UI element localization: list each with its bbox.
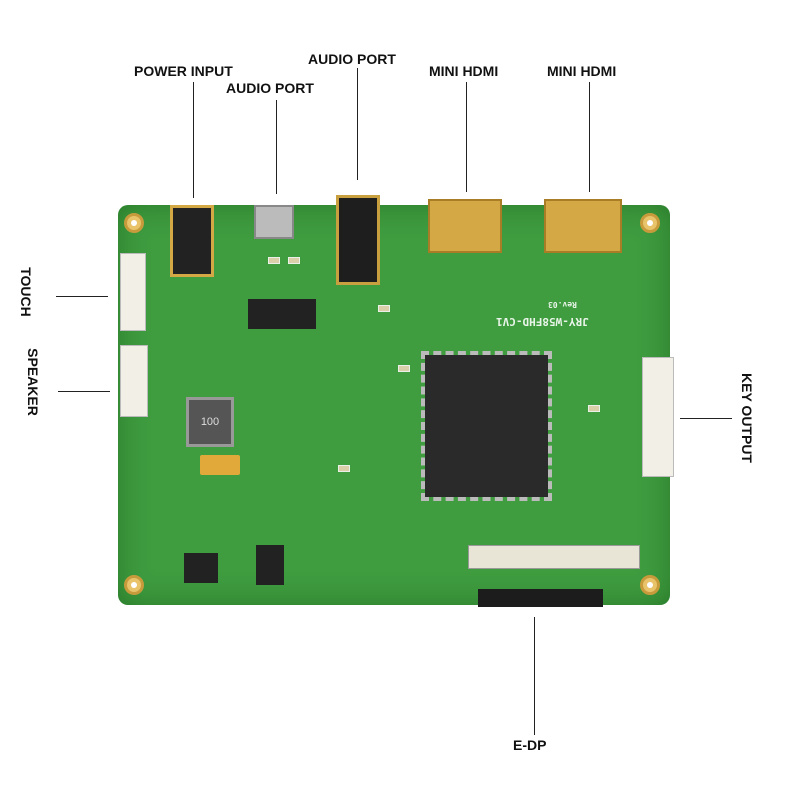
- mount-hole: [124, 575, 144, 595]
- speaker-connector: [120, 345, 148, 417]
- regulator-chip: [256, 545, 284, 585]
- mount-hole: [640, 213, 660, 233]
- power-jack: [170, 205, 214, 277]
- label-mini-hdmi-1: MINI HDMI: [429, 63, 499, 79]
- main-chip: [421, 351, 552, 501]
- audio-jack: [336, 195, 380, 285]
- board-revision-text: Rev.03: [548, 300, 577, 309]
- capacitor: [200, 455, 240, 475]
- label-mini-hdmi-2: MINI HDMI: [547, 63, 617, 79]
- mount-hole: [640, 575, 660, 595]
- micro-usb-port: [254, 205, 294, 239]
- inductor: 100: [186, 397, 234, 447]
- board-model-text: JRY-W58FHD-CV1: [496, 315, 589, 328]
- touch-connector: [120, 253, 146, 331]
- label-speaker: SPEAKER: [25, 348, 41, 416]
- edp-connector-upper: [468, 545, 640, 569]
- power-inductor: [184, 553, 218, 583]
- edp-connector: [478, 589, 603, 607]
- label-key-output: KEY OUTPUT: [739, 373, 755, 463]
- label-touch: TOUCH: [18, 267, 34, 317]
- mini-hdmi-port-1: [428, 199, 502, 253]
- mount-hole: [124, 213, 144, 233]
- key-output-connector: [642, 357, 674, 477]
- label-power-input: POWER INPUT: [134, 63, 233, 79]
- label-edp: E-DP: [513, 737, 547, 753]
- label-audio-port-usb: AUDIO PORT: [226, 80, 314, 96]
- ic-chip: [248, 299, 316, 329]
- mini-hdmi-port-2: [544, 199, 622, 253]
- pcb-board: 100 JRY-W58FHD-CV1 Rev.03: [118, 195, 674, 607]
- label-audio-port-jack: AUDIO PORT: [308, 51, 396, 67]
